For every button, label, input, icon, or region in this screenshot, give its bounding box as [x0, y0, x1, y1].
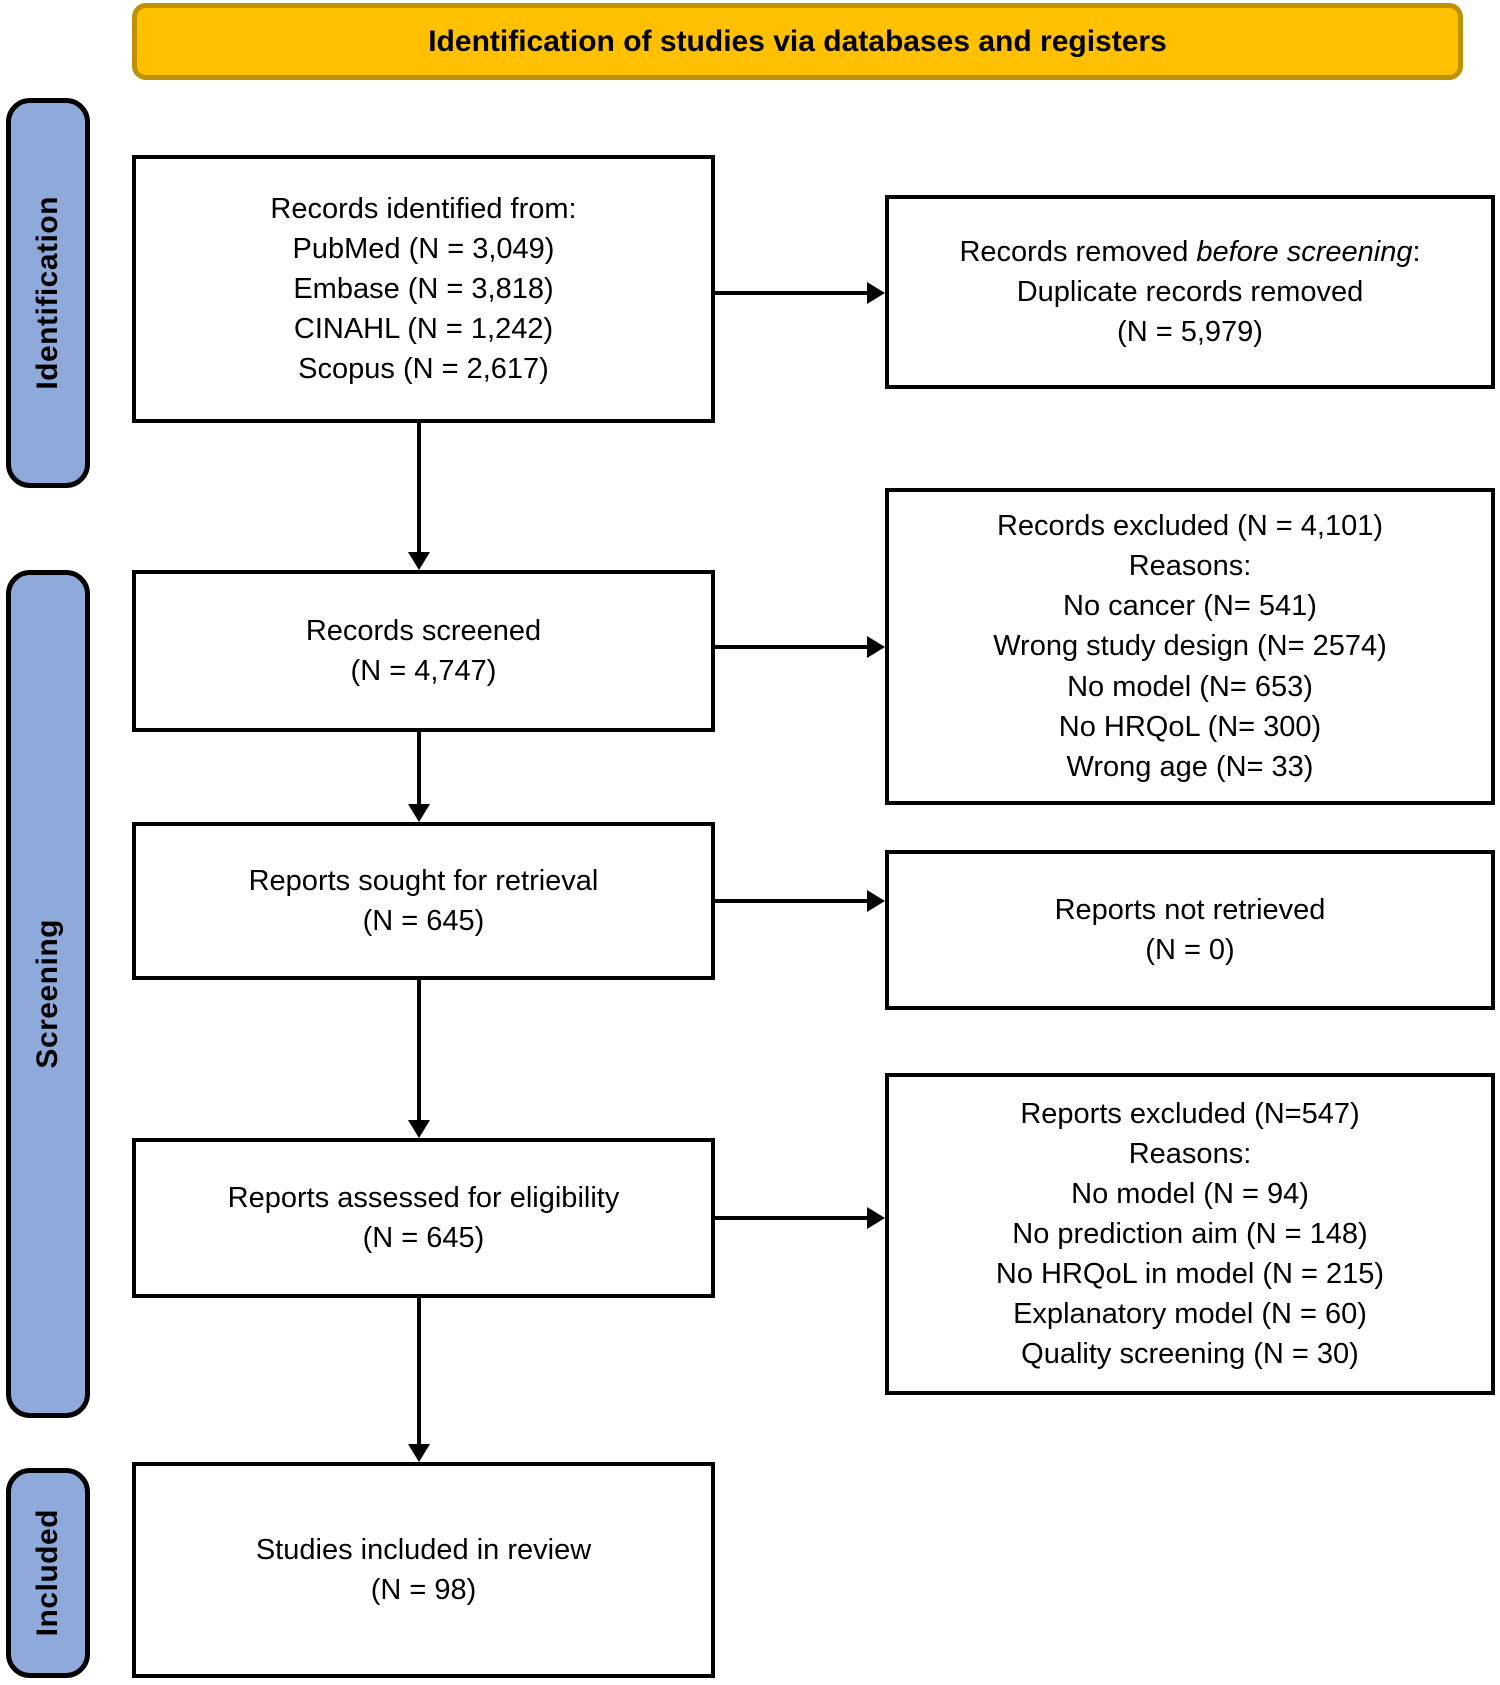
- box-text-line: CINAHL (N = 1,242): [293, 313, 554, 345]
- box-text-line: Wrong study design (N= 2574): [993, 630, 1387, 663]
- arrow-right-4: [715, 1207, 885, 1229]
- arrow-line: [715, 645, 869, 649]
- stage-screening: Screening: [6, 570, 90, 1418]
- box-reports-excluded: Reports excluded (N=547) Reasons: No mod…: [885, 1073, 1495, 1395]
- phase-banner: Identification of studies via databases …: [132, 3, 1463, 80]
- box-text-line: No HRQoL (N= 300): [1058, 710, 1322, 743]
- arrowhead: [867, 1207, 885, 1229]
- box-text-line: PubMed (N = 3,049): [292, 232, 555, 265]
- arrowhead: [867, 636, 885, 658]
- box-text-line: Embase (N = 3,818): [293, 272, 554, 305]
- box-text-line: (N = 0): [1145, 934, 1235, 966]
- box-text-line: No model (N= 653): [1067, 670, 1313, 703]
- box-text-line: (N = 4,747): [350, 655, 497, 687]
- box-text-line: Reasons:: [1128, 550, 1252, 583]
- box-text-line: Reasons:: [1128, 1137, 1252, 1170]
- arrow-line: [417, 1298, 421, 1446]
- box-text-line: No HRQoL in model (N = 215): [995, 1258, 1385, 1290]
- box-records-identified: Records identified from: PubMed (N = 3,0…: [132, 155, 715, 423]
- box-text-line: (N = 645): [362, 905, 485, 937]
- box-text-line: Wrong age (N= 33): [1066, 750, 1314, 783]
- box-reports-not-retrieved: Reports not retrieved (N = 0): [885, 850, 1495, 1010]
- arrowhead: [867, 282, 885, 304]
- box-text-line: Records removed before screening:: [959, 232, 1420, 272]
- arrow-right-3: [715, 890, 885, 912]
- banner-title: Identification of studies via databases …: [428, 24, 1167, 58]
- box-text-line: Records screened: [305, 614, 542, 647]
- arrow-line: [715, 899, 869, 903]
- box-text-line: (N = 645): [362, 1222, 485, 1254]
- arrow-line: [715, 1216, 869, 1220]
- box-text-line: Studies included in review: [255, 1533, 592, 1566]
- arrow-line: [417, 732, 421, 806]
- arrow-down-3: [408, 980, 430, 1138]
- text-segment: :: [1412, 235, 1421, 268]
- arrow-line: [715, 291, 869, 295]
- box-studies-included: Studies included in review (N = 98): [132, 1462, 715, 1678]
- italic-text-segment: before screening: [1196, 235, 1413, 268]
- box-text-line: No cancer (N= 541): [1063, 590, 1317, 623]
- box-text-line: Scopus (N = 2,617): [298, 353, 549, 386]
- stage-identification: Identification: [6, 98, 90, 488]
- arrow-down-1: [408, 423, 430, 570]
- box-text-line: Reports sought for retrieval: [248, 864, 599, 897]
- arrow-line: [417, 980, 421, 1122]
- box-text-line: Reports excluded (N=547): [1020, 1097, 1360, 1130]
- text-segment: Records removed: [959, 235, 1197, 268]
- stage-label-screening: Screening: [31, 919, 64, 1069]
- box-records-excluded: Records excluded (N = 4,101) Reasons: No…: [885, 488, 1495, 805]
- box-text-line: Reports not retrieved: [1054, 893, 1326, 926]
- box-text-line: Duplicate records removed: [1016, 275, 1364, 308]
- arrowhead: [408, 1120, 430, 1138]
- box-text-line: No prediction aim (N = 148): [1012, 1217, 1368, 1250]
- arrow-down-2: [408, 732, 430, 822]
- box-records-removed: Records removed before screening: Duplic…: [885, 195, 1495, 389]
- arrow-down-4: [408, 1298, 430, 1462]
- box-text-line: No model (N = 94): [1071, 1177, 1309, 1210]
- box-records-screened: Records screened (N = 4,747): [132, 570, 715, 732]
- box-reports-sought: Reports sought for retrieval (N = 645): [132, 822, 715, 980]
- box-text-line: Records excluded (N = 4,101): [996, 510, 1384, 543]
- box-text-line: (N = 98): [370, 1574, 477, 1606]
- arrow-right-1: [715, 282, 885, 304]
- stage-label-included: Included: [31, 1509, 64, 1637]
- arrowhead: [408, 804, 430, 822]
- stage-label-identification: Identification: [31, 196, 64, 390]
- arrowhead: [867, 890, 885, 912]
- box-text-line: (N = 5,979): [1117, 316, 1263, 348]
- arrowhead: [408, 552, 430, 570]
- arrowhead: [408, 1444, 430, 1462]
- box-text-line: Quality screening (N = 30): [1021, 1338, 1359, 1371]
- box-reports-assessed: Reports assessed for eligibility (N = 64…: [132, 1138, 715, 1298]
- box-text-line: Explanatory model (N = 60): [1013, 1298, 1367, 1331]
- arrow-line: [417, 423, 421, 554]
- stage-included: Included: [6, 1468, 90, 1678]
- arrow-right-2: [715, 636, 885, 658]
- box-text-line: Reports assessed for eligibility: [227, 1181, 620, 1214]
- box-text-line: Records identified from:: [270, 192, 577, 225]
